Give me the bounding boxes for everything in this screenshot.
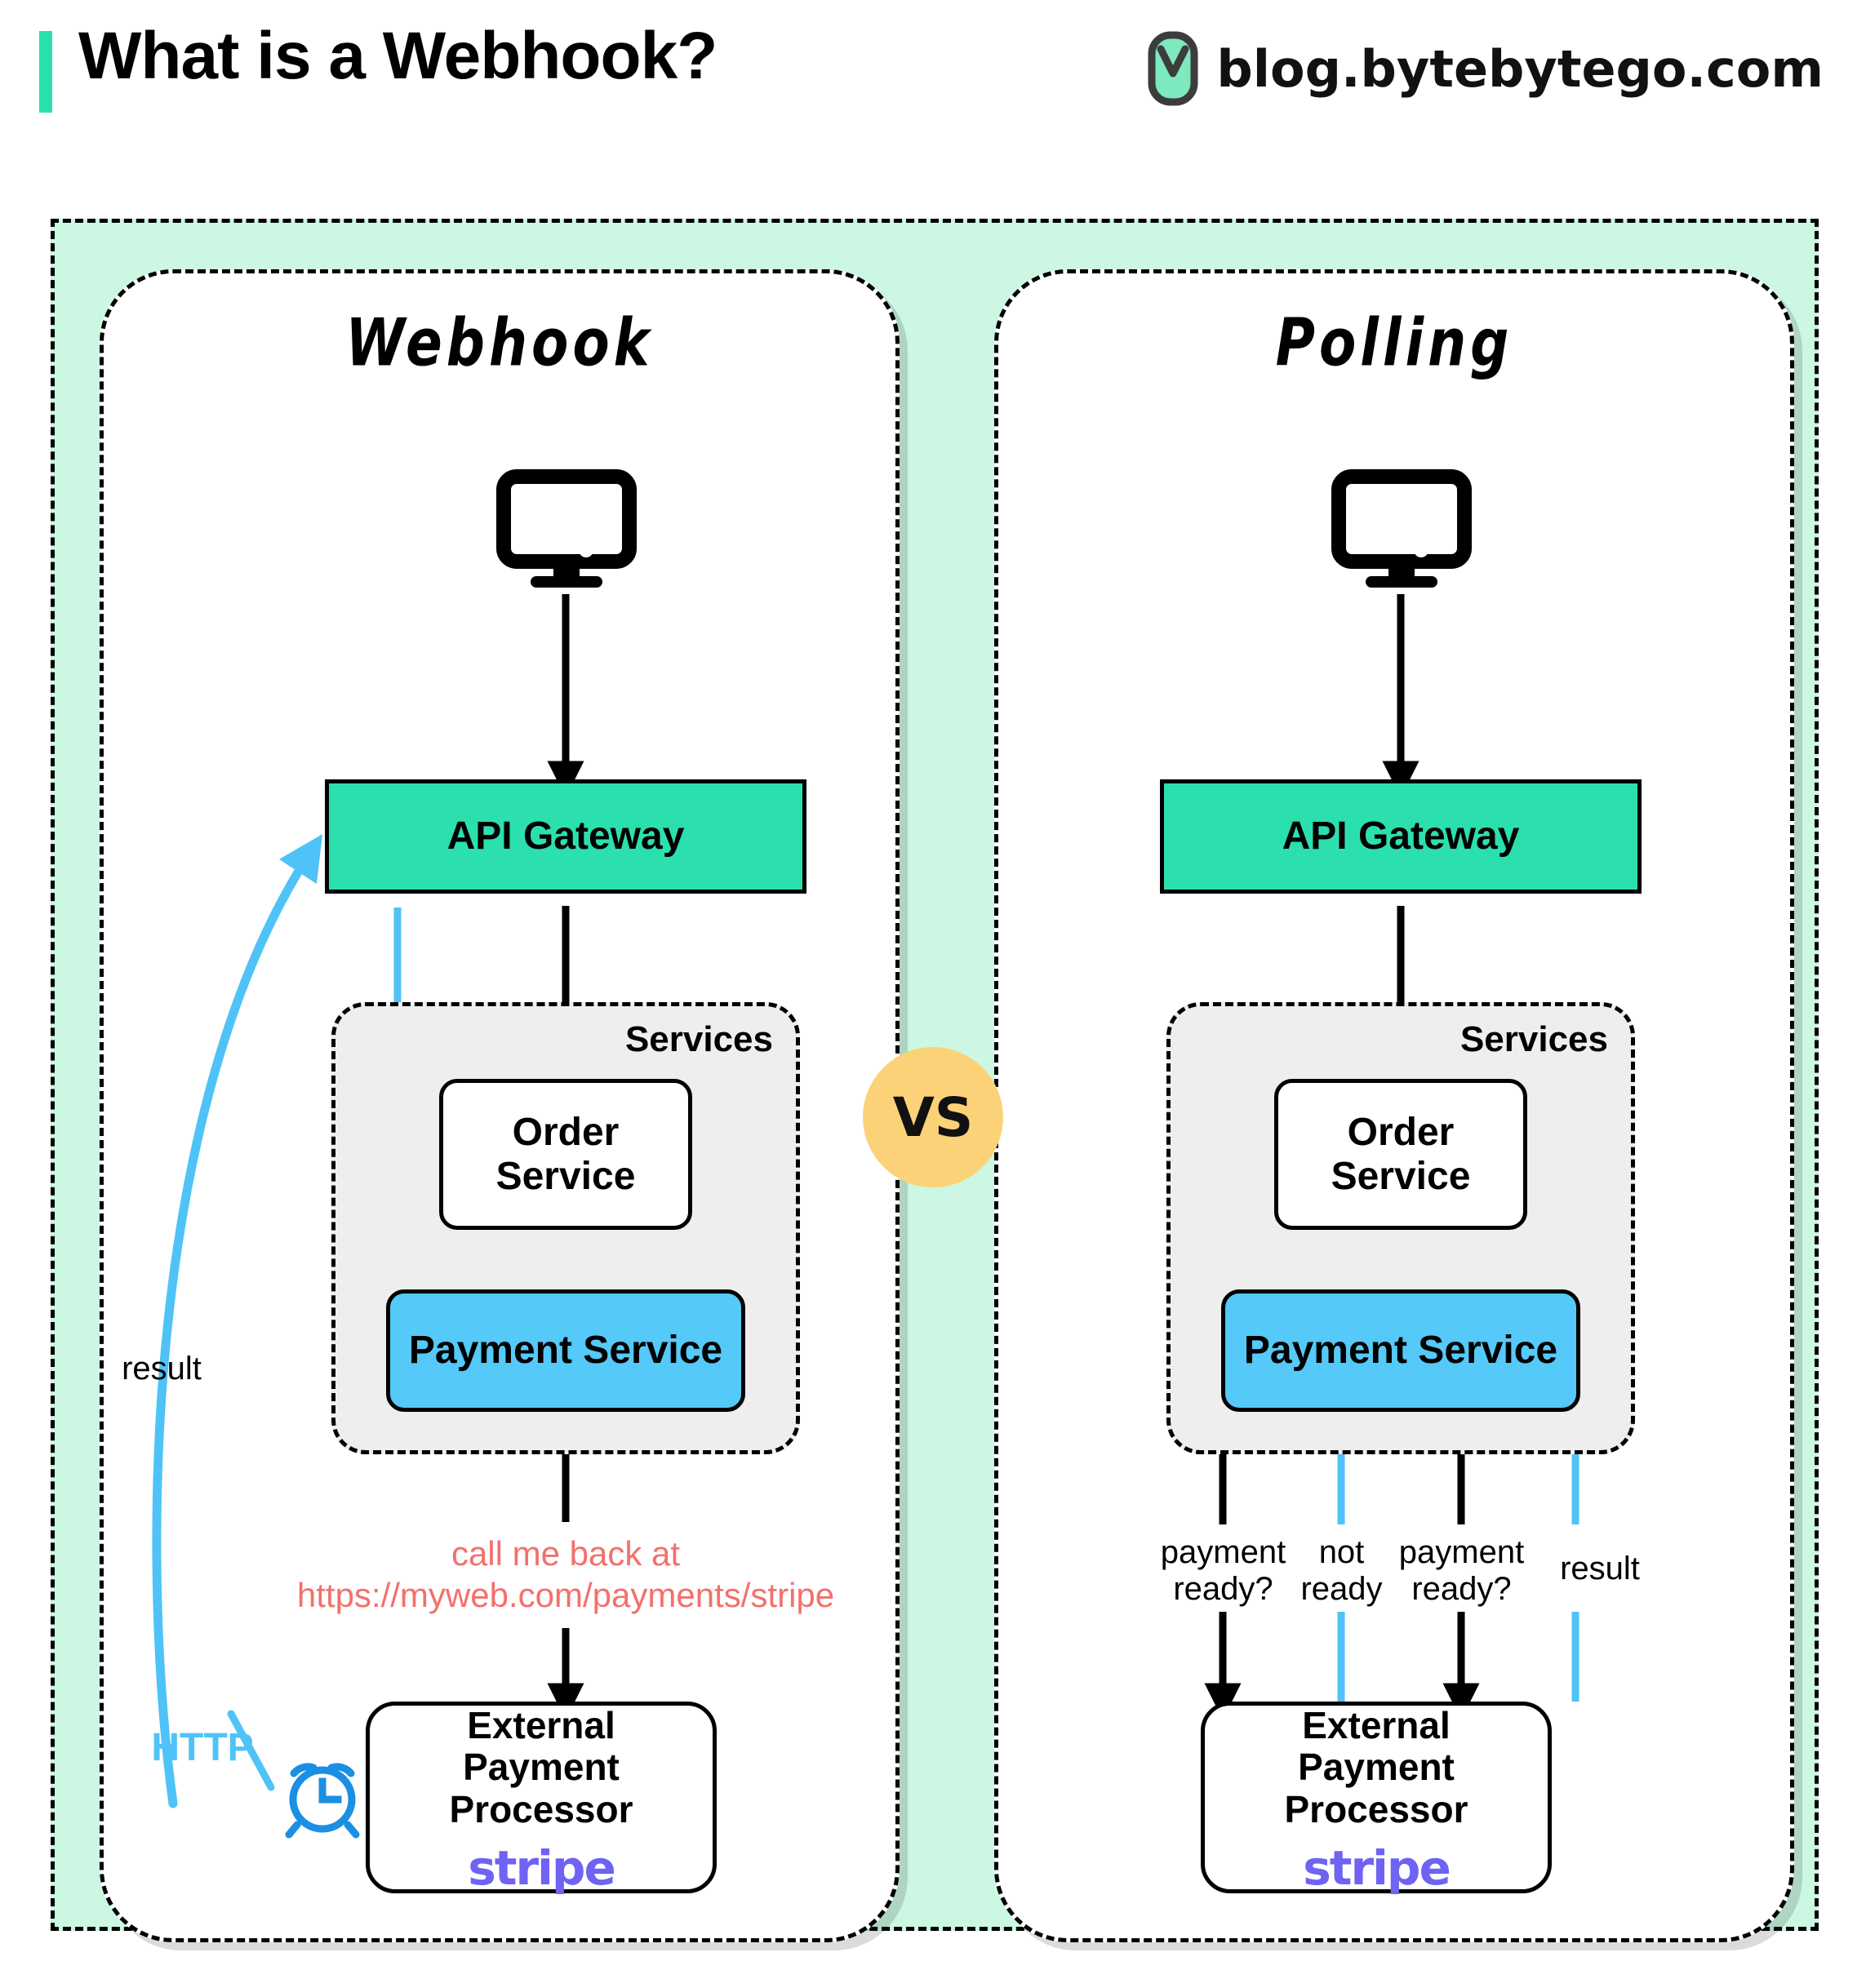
stripe-logo-left: stripe — [468, 1840, 616, 1897]
order-service-box-left[interactable]: Order Service — [439, 1079, 692, 1230]
callback-note-left: call me back at https://myweb.com/paymen… — [296, 1534, 835, 1615]
poll-result-label: result — [1560, 1551, 1640, 1586]
order-service-label-right: Order Service — [1331, 1110, 1471, 1198]
external-payment-processor-box-right[interactable]: External Payment Processor stripe — [1201, 1702, 1552, 1897]
brand-text: blog.bytebytego.com — [1216, 38, 1824, 99]
processor-line2-left: Payment Processor — [449, 1746, 633, 1830]
api-gateway-label-right: API Gateway — [1282, 814, 1520, 859]
polling-panel-title: Polling — [1275, 304, 1513, 381]
services-group-label-left: Services — [624, 1019, 773, 1059]
page-title: What is a Webhook? — [78, 19, 718, 93]
poll-not-ready-label: not ready — [1300, 1534, 1383, 1607]
processor-line1-left: External — [467, 1703, 615, 1746]
title-accent-bar — [39, 31, 52, 113]
alarm-clock-icon — [285, 1763, 360, 1839]
api-gateway-box-left[interactable]: API Gateway — [325, 779, 806, 894]
webhook-panel-title: Webhook — [345, 304, 654, 381]
vs-badge: VS — [863, 1047, 1003, 1187]
bytebytego-bookmark-icon — [1148, 31, 1198, 106]
order-service-box-right[interactable]: Order Service — [1274, 1079, 1527, 1230]
poll-request-2-label: payment ready? — [1398, 1534, 1525, 1607]
payment-service-box-right[interactable]: Payment Service — [1221, 1289, 1580, 1412]
result-label-left: result — [122, 1351, 202, 1387]
poll-request-1-label: payment ready? — [1160, 1534, 1286, 1607]
payment-service-box-left[interactable]: Payment Service — [386, 1289, 745, 1412]
payment-service-label-right: Payment Service — [1243, 1329, 1558, 1373]
http-label-left: HTTP — [151, 1726, 254, 1769]
order-service-label-left: Order Service — [495, 1110, 636, 1198]
payment-service-label-left: Payment Service — [408, 1329, 723, 1373]
page-header: What is a Webhook? blog.bytebytego.com — [0, 0, 1866, 147]
client-monitor-icon-left — [496, 469, 637, 588]
processor-line2-right: Payment Processor — [1284, 1746, 1468, 1830]
client-monitor-icon-right — [1331, 469, 1472, 588]
external-payment-processor-box-left[interactable]: External Payment Processor stripe — [366, 1702, 717, 1897]
api-gateway-label-left: API Gateway — [447, 814, 685, 859]
stripe-logo-right: stripe — [1303, 1840, 1451, 1897]
api-gateway-box-right[interactable]: API Gateway — [1160, 779, 1642, 894]
brand-link[interactable]: blog.bytebytego.com — [1148, 31, 1824, 106]
vs-label: VS — [892, 1085, 974, 1149]
services-group-label-right: Services — [1459, 1019, 1608, 1059]
processor-line1-right: External — [1302, 1703, 1451, 1746]
